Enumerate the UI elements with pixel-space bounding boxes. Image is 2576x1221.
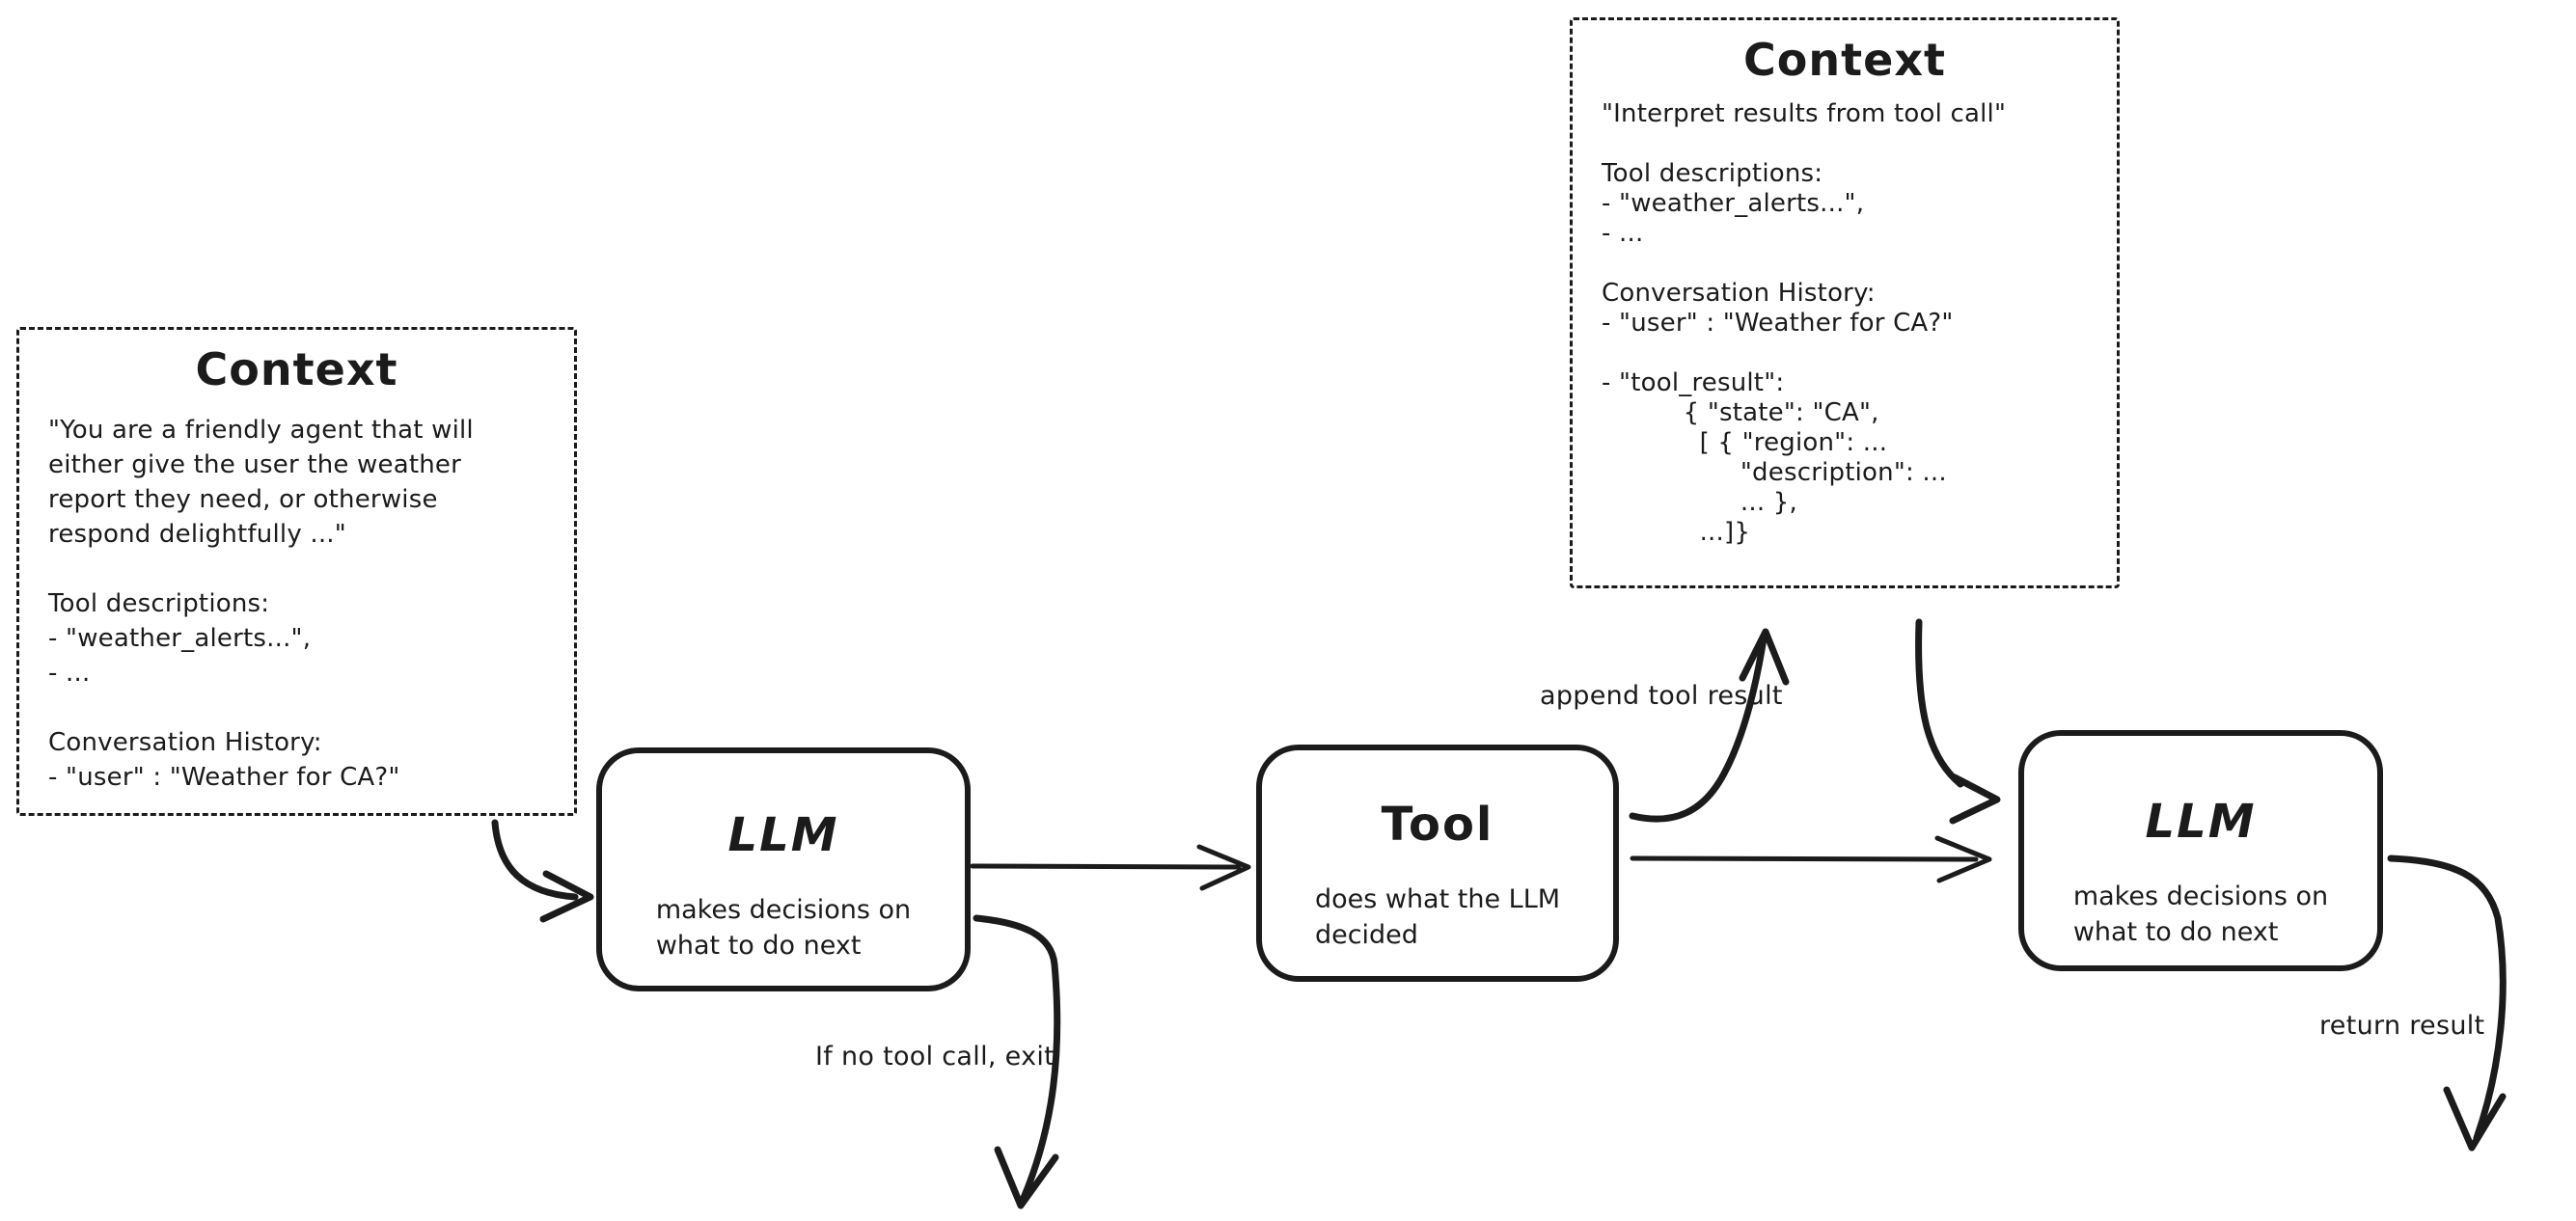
arrow-tool-to-second-llm (1630, 835, 1992, 883)
llm-node-second-title: LLM (2145, 795, 2257, 849)
tool-node-subtitle: does what the LLM decided (1314, 884, 1561, 950)
llm-node-second: LLM makes decisions on what to do next (2018, 730, 2383, 971)
no-tool-call-exit-label: If no tool call, exit (815, 1042, 1055, 1072)
llm-node-first: LLM makes decisions on what to do next (596, 747, 971, 991)
return-result-label: return result (2319, 1011, 2485, 1041)
context-box-after-tool: Context "Interpret results from tool cal… (1570, 17, 2120, 588)
arrow-return-result (2387, 855, 2507, 1152)
context-box-initial-body: "You are a friendly agent that will eith… (48, 416, 474, 792)
arrow-tool-to-context-append (1629, 628, 1790, 823)
llm-node-second-subtitle: makes decisions on what to do next (2072, 882, 2329, 947)
append-tool-result-label: append tool result (1540, 681, 1783, 711)
context-box-after-tool-title: Context (1743, 34, 1946, 86)
llm-node-first-subtitle: makes decisions on what to do next (655, 895, 912, 961)
arrow-context-to-first-llm (491, 819, 594, 923)
context-box-initial: Context "You are a friendly agent that w… (16, 327, 577, 816)
arrow-context-to-second-llm (1915, 618, 2001, 825)
llm-node-first-title: LLM (727, 808, 839, 862)
tool-node: Tool does what the LLM decided (1256, 745, 1619, 982)
context-box-initial-title: Context (195, 343, 398, 395)
tool-node-title: Tool (1381, 798, 1494, 852)
arrow-first-llm-to-tool (970, 844, 1251, 891)
context-box-after-tool-body: "Interpret results from tool call" Tool … (1602, 99, 2007, 547)
